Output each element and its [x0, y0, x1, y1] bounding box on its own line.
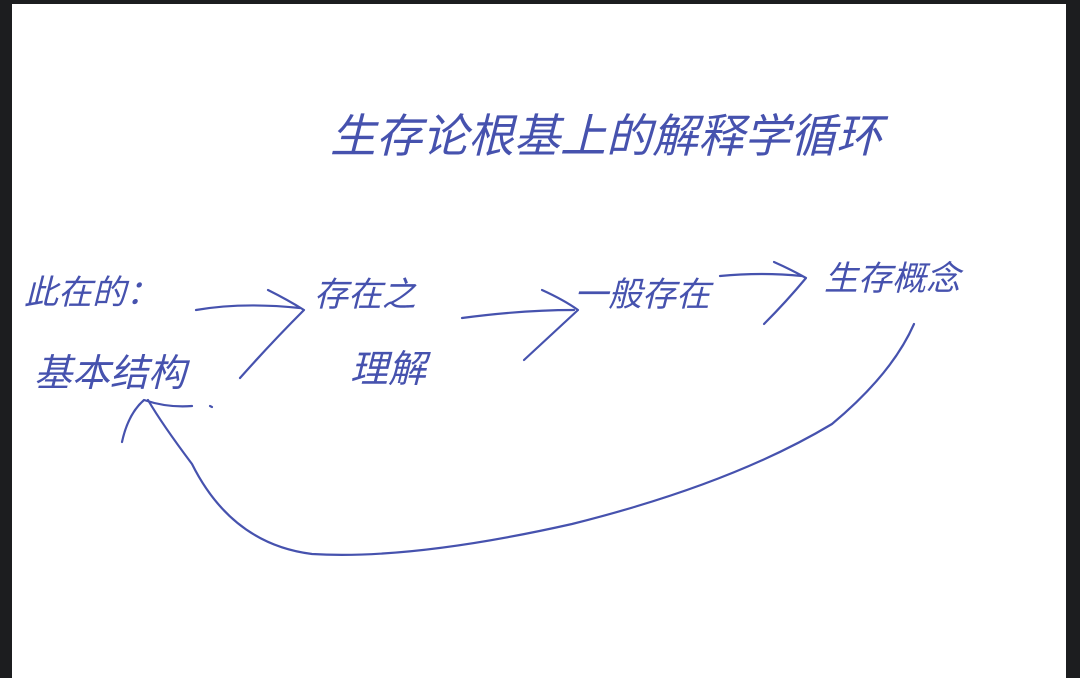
- node-dasein-line1: 此在的：: [24, 273, 160, 313]
- node-existence-concept: 生存概念: [824, 259, 964, 299]
- diagram: 生存论根基上的解释学循环 此在的： 基本结构 存在之 理解 一般存在 生存概念: [24, 109, 964, 556]
- arrow-3: [718, 260, 808, 326]
- node-being-in-general: 一般存在: [574, 275, 714, 315]
- return-arrow: [120, 322, 916, 556]
- arrow-1: [194, 288, 306, 380]
- drawing-canvas: 生存论根基上的解释学循环 此在的： 基本结构 存在之 理解 一般存在 生存概念: [12, 4, 1066, 678]
- node-understanding-line2: 理解: [350, 347, 431, 391]
- node-dasein-line2: 基本结构: [34, 351, 191, 395]
- node-understanding-line1: 存在之: [314, 275, 417, 315]
- arrow-2: [460, 288, 580, 362]
- diagram-title: 生存论根基上的解释学循环: [330, 109, 889, 163]
